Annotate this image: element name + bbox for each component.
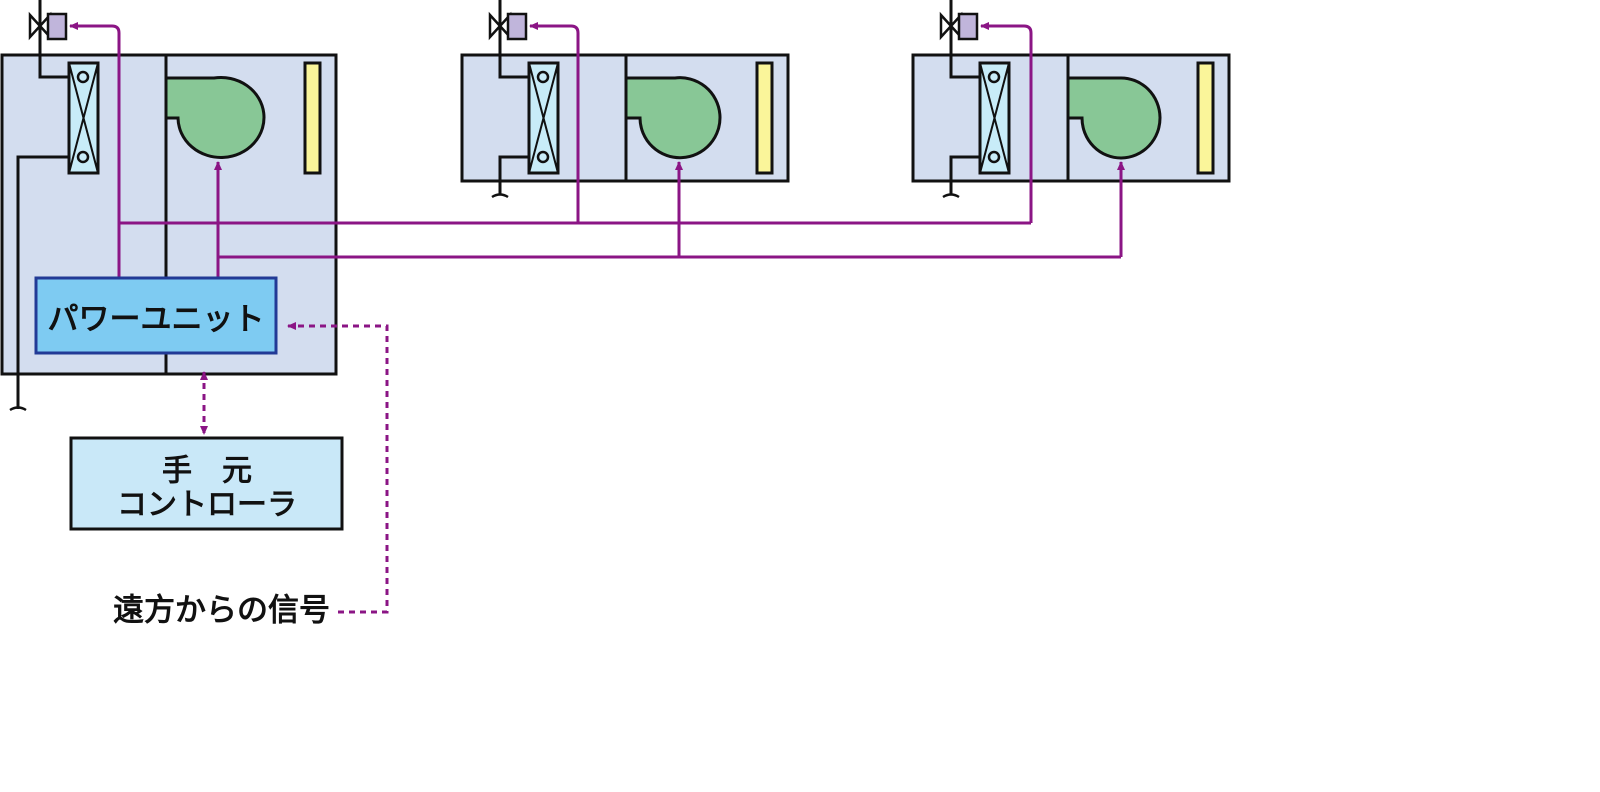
unit-1-filter-icon: [303, 61, 322, 175]
unit-3-fan-icon: [1066, 76, 1162, 160]
unit-2-coil-icon: [527, 61, 560, 175]
unit-3-valve-icon: [939, 11, 979, 41]
unit-2-return-pipe-end: [491, 193, 509, 199]
fan-coil-unit-3: [911, 0, 1231, 199]
valve-signal-line-unit-3: [980, 22, 1033, 223]
unit-2-fan-icon: [624, 76, 722, 160]
unit-2-valve-icon: [488, 11, 528, 41]
unit-1-return-pipe: [16, 155, 82, 409]
remote-signal-label: 遠方からの信号: [113, 593, 330, 629]
local-controller-box: [69, 436, 344, 531]
unit-1-valve-icon: [28, 11, 68, 41]
remote-signal-line: [287, 322, 389, 614]
unit-1-coil-icon: [67, 61, 100, 175]
valve-signal-line-unit-1: [69, 22, 121, 278]
fan-coil-unit-2: [460, 0, 790, 199]
controller-label-line-2: コントローラ: [117, 488, 297, 523]
unit-1-return-pipe-end: [9, 406, 27, 412]
power-unit-label: パワーユニット: [48, 302, 265, 338]
signal-lines: [69, 22, 1125, 614]
unit-1-fan-icon: [164, 75, 266, 159]
unit-3-coil-icon: [978, 61, 1011, 175]
valve-signal-line-unit-2: [529, 22, 580, 223]
controller-label-line-1: 手 元: [162, 454, 252, 489]
power-unit-box: [34, 276, 278, 355]
unit-3-return-pipe-end: [942, 193, 960, 199]
unit-2-filter-icon: [755, 61, 774, 175]
unit-3-filter-icon: [1196, 61, 1215, 175]
